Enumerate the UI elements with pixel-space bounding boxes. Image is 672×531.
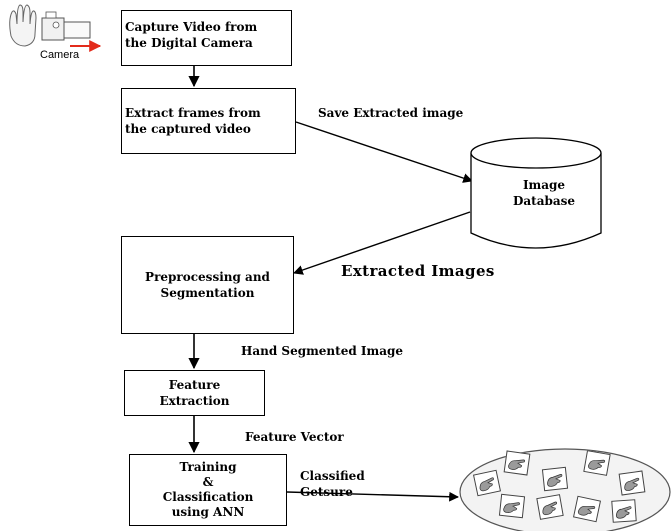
database-cylinder-icon	[470, 137, 602, 249]
gesture-hand-icon	[618, 470, 646, 496]
arrow-training-to-gestures	[286, 491, 459, 502]
image-database-label: Image Database	[512, 178, 576, 208]
gesture-hand-icon	[503, 450, 531, 476]
feature-vector-label: Feature Vector	[245, 430, 344, 444]
hand-icon	[9, 4, 37, 47]
feature-extraction-box: Feature Extraction	[124, 370, 265, 416]
gesture-hand-icon	[498, 493, 526, 519]
preprocessing-box: Preprocessing and Segmentation	[121, 236, 294, 334]
training-classification-box: Training & Classification using ANN	[129, 454, 287, 526]
camera-label: Camera	[40, 49, 80, 61]
extract-frames-box: Extract frames from the captured video	[121, 88, 296, 154]
gesture-hand-icon	[536, 494, 564, 520]
gesture-hand-icon	[611, 499, 637, 523]
gesture-hand-icon	[583, 450, 611, 476]
classified-gesture-label: Classified Getsure	[300, 469, 365, 499]
extracted-images-label: Extracted Images	[341, 262, 495, 280]
arrow-extract-to-database	[295, 121, 473, 183]
save-extracted-label: Save Extracted image	[318, 106, 464, 120]
capture-video-box: Capture Video from the Digital Camera	[121, 10, 292, 66]
gesture-hand-icon	[472, 469, 502, 497]
gesture-hand-icon	[572, 495, 602, 523]
video-camera-icon	[41, 11, 102, 52]
gesture-hand-icon	[541, 466, 569, 492]
hand-segmented-label: Hand Segmented Image	[241, 344, 404, 358]
arrow-database-to-preprocess	[293, 211, 471, 275]
